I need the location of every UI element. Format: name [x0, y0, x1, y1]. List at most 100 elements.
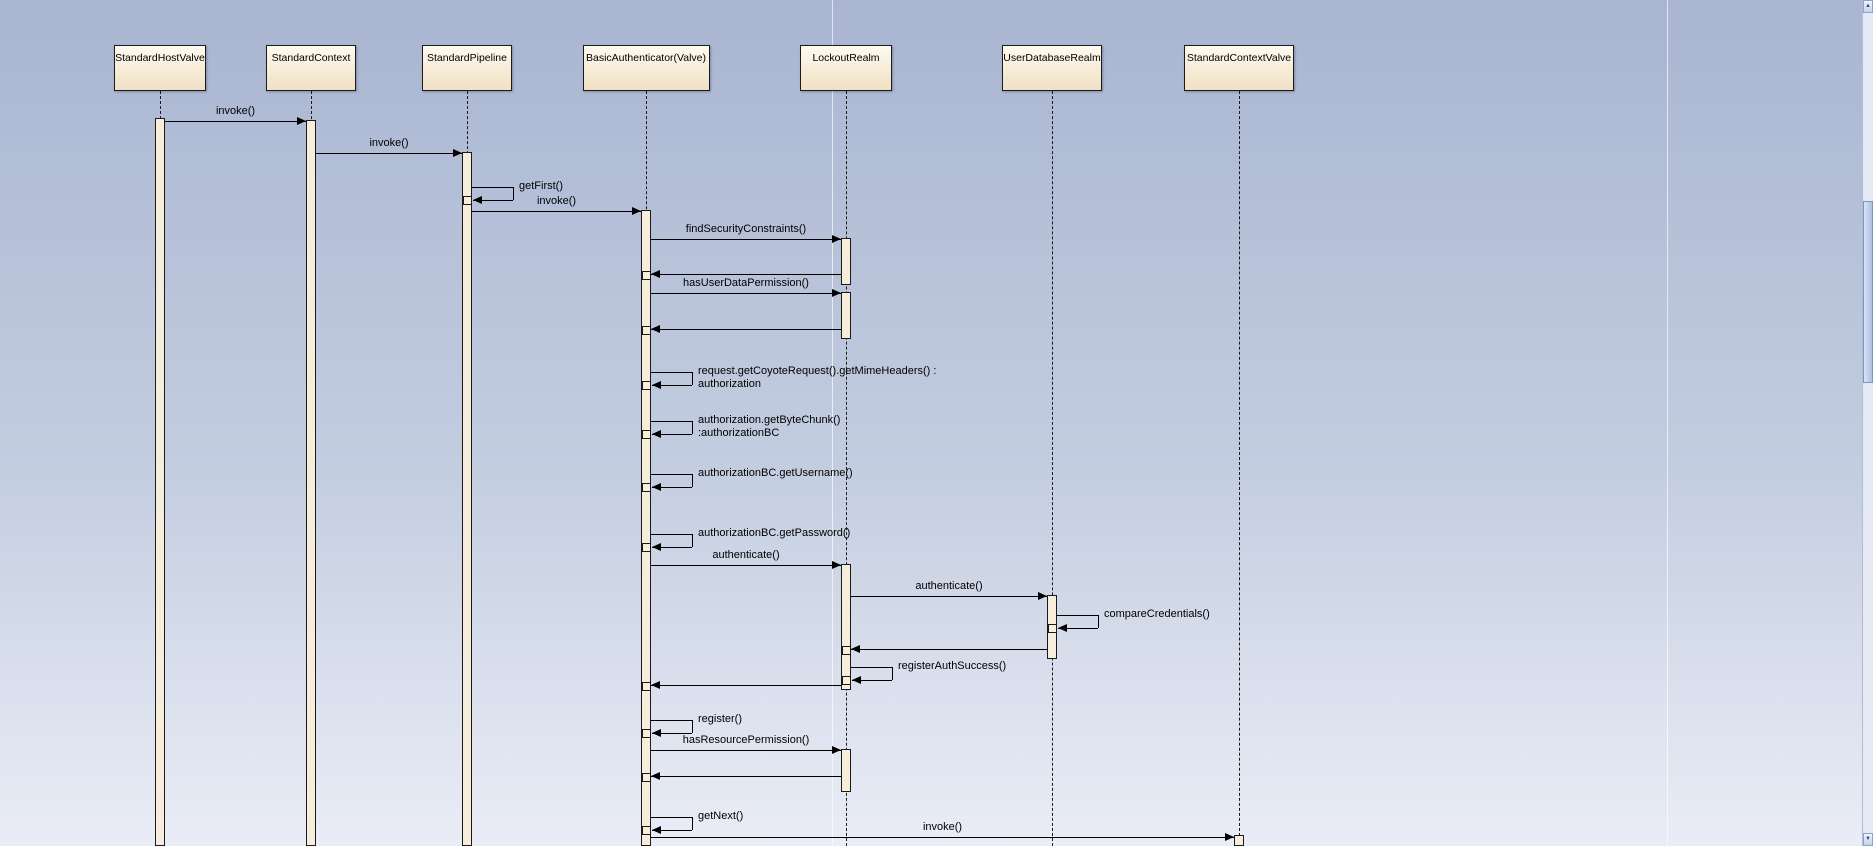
arrowhead-left-icon: [651, 681, 660, 689]
message-line: [472, 211, 641, 212]
participant-label: StandardPipeline: [427, 52, 507, 64]
participant-head-standard-pipeline[interactable]: StandardPipeline: [422, 45, 512, 91]
self-call-line: [892, 667, 893, 680]
activation-bar-lockout-realm[interactable]: [841, 749, 851, 792]
activation-bar-basic-authenticator[interactable]: [641, 210, 651, 846]
message-line: [651, 837, 1234, 838]
message-label-line: compareCredentials(): [1104, 608, 1210, 620]
activation-nub: [641, 482, 651, 492]
self-return-line: [652, 434, 692, 435]
arrowhead-right-icon: [832, 746, 841, 754]
message-label: hasResourcePermission(): [682, 734, 810, 746]
self-call-line: [692, 720, 693, 733]
scroll-up-button[interactable]: ▲: [1863, 0, 1873, 13]
self-call-line: [651, 720, 692, 721]
activation-bar-standard-context[interactable]: [306, 120, 316, 846]
participant-head-standard-context-valve[interactable]: StandardContextValve: [1184, 45, 1294, 91]
arrowhead-left-icon: [652, 483, 661, 491]
activation-nub: [641, 681, 651, 691]
message-line: [316, 153, 462, 154]
self-return-line: [652, 385, 692, 386]
lifeline-user-database-realm[interactable]: [1052, 91, 1053, 846]
message-label: getNext(): [698, 810, 743, 823]
vertical-scrollbar[interactable]: ▲ ▼: [1862, 0, 1873, 846]
message-label: authenticate(): [712, 549, 780, 561]
message-label: invoke(): [215, 105, 256, 117]
message-label-line: request.getCoyoteRequest().getMimeHeader…: [698, 365, 937, 377]
activation-nub: [1047, 623, 1057, 633]
activation-bar-lockout-realm[interactable]: [841, 564, 851, 690]
activation-bar-standard-context-valve[interactable]: [1234, 835, 1244, 846]
arrowhead-left-icon: [852, 676, 861, 684]
participant-head-standard-context[interactable]: StandardContext: [266, 45, 356, 91]
activation-nub: [641, 728, 651, 738]
participant-head-basic-authenticator[interactable]: BasicAuthenticator(Valve): [582, 45, 710, 91]
arrowhead-left-icon: [652, 543, 661, 551]
participant-head-lockout-realm[interactable]: LockoutRealm: [800, 45, 892, 91]
self-call-line: [472, 187, 513, 188]
message-label-line: getNext(): [698, 810, 744, 822]
self-call-line: [651, 534, 692, 535]
self-call-line: [651, 421, 692, 422]
arrowhead-left-icon: [651, 325, 660, 333]
arrowhead-left-icon: [651, 772, 660, 780]
message-line: [651, 776, 841, 777]
self-call-line: [692, 817, 693, 830]
message-label: compareCredentials(): [1104, 608, 1210, 621]
message-label-line: register(): [698, 713, 743, 725]
message-line: [651, 750, 841, 751]
message-line: [851, 649, 1047, 650]
scroll-down-button[interactable]: ▼: [1863, 833, 1873, 846]
message-line: [851, 596, 1047, 597]
self-return-line: [852, 680, 892, 681]
arrowhead-right-icon: [832, 289, 841, 297]
self-call-line: [692, 372, 693, 385]
message-label: request.getCoyoteRequest().getMimeHeader…: [698, 365, 936, 391]
message-line: [651, 293, 841, 294]
activation-bar-lockout-realm[interactable]: [841, 292, 851, 339]
self-call-line: [651, 372, 692, 373]
arrowhead-left-icon: [652, 381, 661, 389]
activation-bar-standard-host-valve[interactable]: [155, 118, 165, 846]
self-call-line: [692, 421, 693, 434]
self-return-line: [652, 487, 692, 488]
arrowhead-right-icon: [297, 117, 306, 125]
participant-label: StandardContextValve: [1186, 52, 1292, 64]
lifeline-lockout-realm[interactable]: [846, 91, 847, 846]
arrowhead-left-icon: [652, 826, 661, 834]
activation-bar-standard-pipeline[interactable]: [462, 152, 472, 846]
lifeline-standard-context-valve[interactable]: [1239, 91, 1240, 846]
page-break-line: [832, 0, 833, 846]
activation-nub: [841, 675, 851, 685]
participant-label: BasicAuthenticator(Valve): [585, 52, 707, 64]
arrowhead-right-icon: [832, 235, 841, 243]
message-label-line: :authorizationBC: [698, 427, 780, 439]
message-line: [651, 239, 841, 240]
activation-bar-lockout-realm[interactable]: [841, 238, 851, 285]
activation-nub: [641, 825, 651, 835]
message-label: hasUserDataPermission(): [683, 277, 809, 289]
arrowhead-left-icon: [652, 729, 661, 737]
self-return-line: [473, 200, 513, 201]
message-line: [651, 274, 841, 275]
self-call-line: [692, 474, 693, 487]
self-return-line: [652, 547, 692, 548]
scrollbar-thumb[interactable]: [1863, 201, 1873, 383]
participant-head-user-database-realm[interactable]: UserDatabaseRealm: [1002, 45, 1102, 91]
participant-head-standard-host-valve[interactable]: StandardHostValve: [114, 45, 206, 91]
activation-nub: [641, 380, 651, 390]
arrowhead-right-icon: [453, 149, 462, 157]
activation-nub: [841, 645, 851, 655]
arrowhead-left-icon: [1058, 624, 1067, 632]
activation-nub: [641, 270, 651, 280]
message-label: authenticate(): [915, 580, 983, 592]
participant-label: StandardHostValve: [115, 52, 205, 64]
self-return-line: [652, 733, 692, 734]
scroll-up-icon: ▲: [1865, 3, 1871, 9]
arrowhead-left-icon: [651, 270, 660, 278]
activation-nub: [641, 772, 651, 782]
self-return-line: [652, 830, 692, 831]
arrowhead-right-icon: [632, 207, 641, 215]
